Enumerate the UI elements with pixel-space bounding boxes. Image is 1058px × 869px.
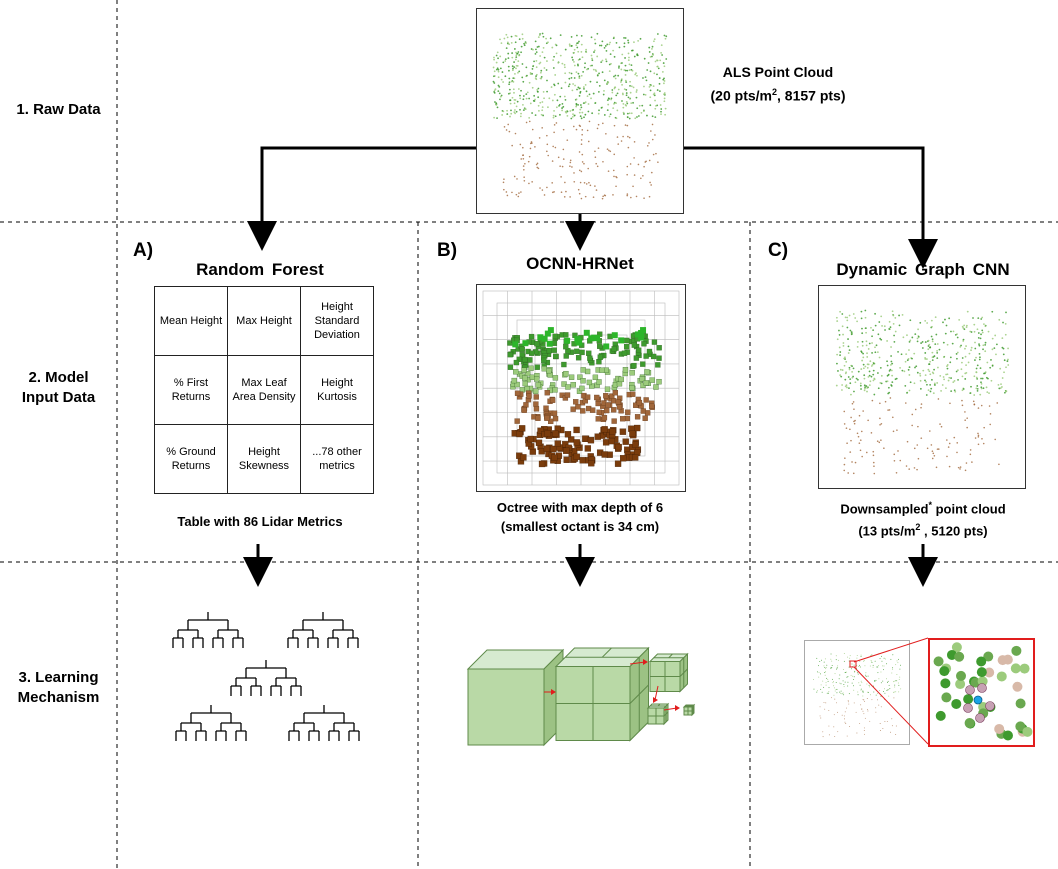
octree-subdivision-diagram bbox=[466, 646, 696, 747]
table-cell: % Ground Returns bbox=[154, 424, 228, 494]
cloud-points bbox=[835, 309, 1010, 475]
subdivided-cube bbox=[554, 646, 650, 742]
neighborhood-points bbox=[933, 642, 1033, 741]
decision-tree bbox=[287, 612, 359, 648]
point-cloud-plot bbox=[813, 653, 902, 738]
decision-tree bbox=[172, 612, 244, 648]
octant-cube bbox=[466, 648, 565, 747]
table-cell: Height Standard Deviation bbox=[300, 286, 374, 356]
panel-b-caption: Octree with max depth of 6 (smallest oct… bbox=[496, 500, 664, 534]
panel-c-title: Dynamic Graph CNN bbox=[836, 260, 1010, 279]
red-arrow bbox=[544, 689, 556, 695]
arrow-to-dgcnn bbox=[683, 146, 938, 269]
table-cell: Mean Height bbox=[154, 286, 228, 356]
panel-a-caption: Table with 86 Lidar Metrics bbox=[177, 514, 343, 529]
graph-overview-image bbox=[804, 640, 910, 745]
octree-voxels bbox=[507, 327, 662, 468]
row-label-learning: 3. Learning Mechanism bbox=[17, 669, 100, 706]
table-cell: Height Skewness bbox=[227, 424, 301, 494]
table-cell: % First Returns bbox=[154, 355, 228, 425]
neighbor-point bbox=[965, 685, 975, 695]
subdivided-cube bbox=[646, 702, 670, 726]
center-point bbox=[973, 695, 983, 705]
octree-plot bbox=[482, 290, 680, 486]
table-row: Mean Height Max Height Height Standard D… bbox=[154, 286, 374, 356]
red-arrow bbox=[653, 685, 659, 703]
red-arrow bbox=[629, 659, 648, 665]
neighbor-point bbox=[975, 713, 985, 723]
lidar-metrics-table: Mean Height Max Height Height Standard D… bbox=[154, 286, 374, 494]
panel-c-caption: Downsampled* point cloud (13 pts/m2 , 51… bbox=[840, 500, 1006, 539]
row-label-model-input: 2. Model Input Data bbox=[21, 369, 96, 406]
row-label-raw-data: 1. Raw Data bbox=[16, 101, 101, 118]
raw-data-caption: ALS Point Cloud (20 pts/m2, 8157 pts) bbox=[710, 64, 846, 104]
panel-a-label: A) bbox=[133, 240, 154, 261]
table-cell: ...78 other metrics bbox=[300, 424, 374, 494]
point-cloud-plot bbox=[835, 309, 1010, 475]
table-row: % First Returns Max Leaf Area Density He… bbox=[154, 355, 374, 425]
red-arrow bbox=[663, 705, 680, 711]
neighbor-point bbox=[985, 701, 995, 711]
decision-tree bbox=[230, 660, 302, 696]
panel-b-label: B) bbox=[437, 240, 458, 261]
table-cell: Max Height bbox=[227, 286, 301, 356]
table-cell: Height Kurtosis bbox=[300, 355, 374, 425]
downsampled-point-cloud-image bbox=[818, 285, 1026, 489]
panel-a-title: Random Forest bbox=[196, 260, 324, 279]
panel-b-title: OCNN-HRNet bbox=[526, 254, 634, 273]
subdivided-cube bbox=[682, 703, 696, 717]
decision-tree bbox=[288, 705, 360, 741]
graph-neighborhood-zoom bbox=[928, 638, 1035, 747]
raw-point-cloud-image bbox=[476, 8, 684, 214]
neighbor-point bbox=[977, 683, 987, 693]
arrow-to-random-forest bbox=[247, 146, 476, 251]
table-row: % Ground Returns Height Skewness ...78 o… bbox=[154, 424, 374, 494]
octree-image bbox=[476, 284, 686, 492]
cloud-points bbox=[492, 32, 668, 200]
table-cell: Max Leaf Area Density bbox=[227, 355, 301, 425]
subdivided-cube bbox=[648, 652, 689, 693]
neighborhood-plot bbox=[933, 642, 1033, 741]
cloud-points bbox=[813, 653, 902, 738]
point-cloud-plot bbox=[492, 32, 668, 200]
neighbor-point bbox=[963, 703, 973, 713]
decision-trees-diagram bbox=[172, 612, 360, 741]
decision-tree bbox=[175, 705, 247, 741]
panel-c-label: C) bbox=[768, 240, 789, 261]
